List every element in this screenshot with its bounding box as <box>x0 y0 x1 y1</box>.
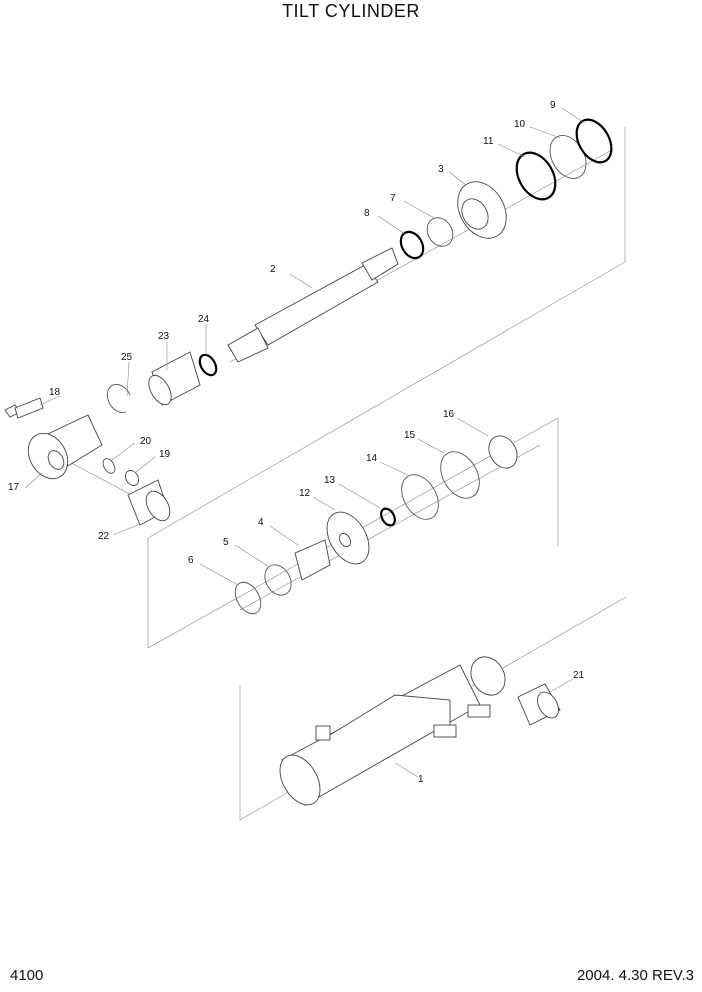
callout-3: 3 <box>438 164 444 175</box>
callout-9: 9 <box>550 100 556 111</box>
group-frame-rod <box>147 127 626 649</box>
callout-8: 8 <box>364 208 370 219</box>
callout-6: 6 <box>188 555 194 566</box>
part-10-ring <box>549 135 587 179</box>
callout-16: 16 <box>443 409 455 420</box>
callout-2: 2 <box>270 264 276 275</box>
page-number: 4100 <box>10 967 44 984</box>
part-23-bushing <box>148 351 201 406</box>
part-20-washer <box>102 458 116 474</box>
callout-10: 10 <box>514 119 526 130</box>
part-18-bolt <box>4 397 44 419</box>
callout-22: 22 <box>98 531 110 542</box>
callout-14: 14 <box>366 453 378 464</box>
part-15-ring <box>440 451 480 499</box>
callout-4: 4 <box>258 517 264 528</box>
part-7-ring <box>426 217 454 247</box>
part-22-bushing <box>127 479 171 526</box>
part-19-nut <box>124 470 140 486</box>
callout-1: 1 <box>418 774 424 785</box>
part-25-snap-ring <box>106 384 131 414</box>
callout-12: 12 <box>299 488 311 499</box>
callout-5: 5 <box>223 537 229 548</box>
callout-25: 25 <box>121 352 133 363</box>
part-14-ring <box>401 474 439 520</box>
callout-19: 19 <box>159 449 171 460</box>
callout-15: 15 <box>404 430 416 441</box>
callout-21: 21 <box>573 670 585 681</box>
part-4-spacer <box>294 539 331 581</box>
part-3-gland <box>457 181 507 239</box>
callout-20: 20 <box>140 436 152 447</box>
part-9-oring <box>575 118 613 164</box>
callout-11: 11 <box>483 136 494 147</box>
part-21-bushing <box>517 683 561 726</box>
part-8-oring <box>399 230 425 260</box>
revision-date: 2004. 4.30 REV.3 <box>576 967 694 984</box>
part-1-cylinder-tube <box>279 656 506 806</box>
part-12-piston <box>326 511 370 565</box>
callout-7: 7 <box>390 193 396 204</box>
callout-13: 13 <box>324 475 336 486</box>
part-5-ring <box>264 564 292 596</box>
part-16-nut <box>488 435 518 469</box>
part-11-oring <box>515 151 557 201</box>
part-17-rod-eye <box>27 414 103 480</box>
callout-18: 18 <box>49 387 61 398</box>
part-13-oring <box>380 507 396 527</box>
part-2-piston-rod <box>227 247 399 363</box>
page-title: TILT CYLINDER <box>282 1 420 21</box>
callout-23: 23 <box>158 331 170 342</box>
part-24-oring <box>198 353 218 377</box>
callout-17: 17 <box>8 482 20 493</box>
part-6-ring <box>234 581 262 615</box>
callout-24: 24 <box>198 314 210 325</box>
